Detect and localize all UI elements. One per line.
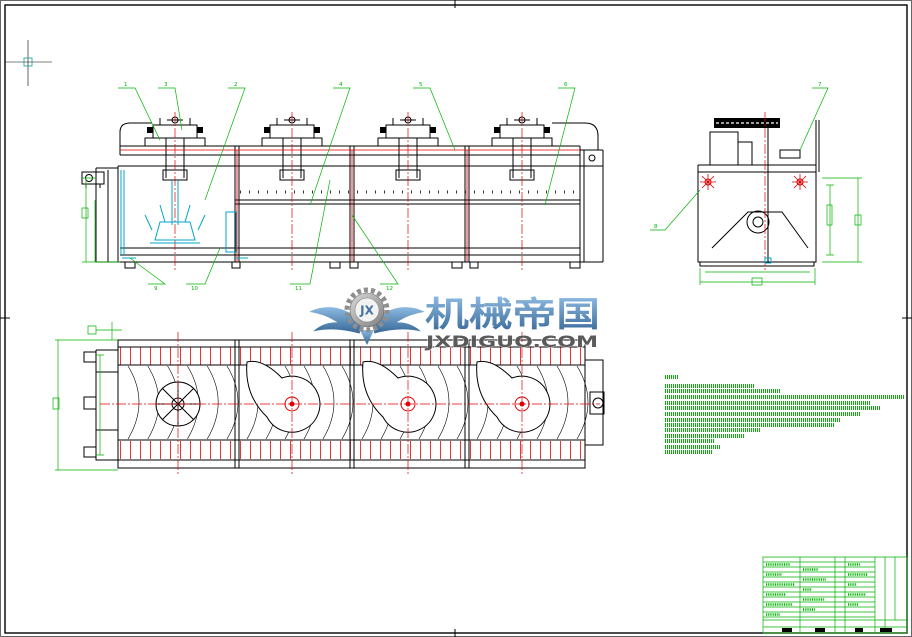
front-view-cell-dividers: [234, 146, 585, 262]
part-label-6: 6: [564, 82, 568, 88]
impeller-housing: [476, 360, 551, 433]
impeller-housing: [246, 360, 321, 433]
motor-clamp: [430, 127, 436, 133]
motor-clamp: [314, 127, 320, 133]
side-view-dimensions: [699, 177, 862, 286]
front-view-impeller-cutaway: [120, 170, 248, 259]
impeller-cell-3: [362, 360, 437, 433]
technical-notes-block: [665, 375, 905, 454]
stator-blade: [437, 365, 450, 440]
part-label-5: 5: [419, 82, 423, 88]
watermark-gear-teeth: [344, 287, 390, 333]
motor-clamp: [197, 127, 203, 133]
side-view: [697, 112, 862, 286]
top-view: [52, 322, 605, 476]
title-block-entries: [766, 563, 868, 616]
crosshair-lines: [5, 40, 52, 86]
part-label-3: 2: [234, 82, 238, 88]
title-block: [762, 556, 908, 634]
impeller-housing: [362, 360, 437, 433]
motor-clamp: [264, 127, 270, 133]
front-view-dimensions: [81, 177, 120, 263]
motor-clamp: [380, 127, 386, 133]
crosshair-pickbox: [23, 57, 33, 67]
feed-box-outline: [81, 167, 118, 263]
title-block-labels: [782, 628, 892, 632]
watermark-logo-mark: JX: [359, 304, 374, 318]
part-label-12: 12: [386, 286, 393, 292]
drawing-border: [4, 4, 908, 634]
part-label-11: 11: [295, 286, 302, 292]
part-label-8: 8: [654, 224, 658, 230]
watermark-title: 机械帝国: [425, 295, 600, 335]
watermark-gear-center: [354, 297, 380, 323]
top-view-drive-hub: [592, 397, 604, 409]
front-view-feet: [124, 262, 581, 269]
top-view-dimensions: [52, 322, 122, 471]
leader-lines: [118, 87, 829, 285]
side-view-drain: [764, 257, 772, 264]
motor-clamp: [544, 127, 550, 133]
side-view-valve-hub: [796, 178, 804, 186]
side-view-valve-hub: [704, 178, 712, 186]
front-view-centerlines: [174, 112, 523, 272]
side-view-outline: [697, 118, 820, 267]
part-label-7: 7: [818, 82, 822, 88]
impeller-cell-4: [476, 360, 551, 433]
top-view-centerlines: [100, 332, 600, 476]
side-view-outlet: [746, 210, 770, 234]
part-label-1: 1: [124, 82, 128, 88]
watermark-url: JXDIGUO.COM: [425, 332, 598, 351]
side-view-outlet-inner: [752, 216, 764, 228]
title-block-grid: [762, 556, 908, 634]
front-view-tank-outline: [117, 122, 604, 263]
part-label-2: 3: [164, 82, 168, 88]
watermark-tail: [360, 330, 374, 345]
stator-blade: [226, 365, 239, 440]
motor-clamp: [147, 127, 153, 133]
stator-blade: [456, 365, 469, 440]
part-callouts: 1 3 2 4 5 6 7 8 9 10 11 12: [118, 82, 829, 292]
stator-blade: [556, 365, 569, 440]
front-view-feed-box: [81, 167, 118, 263]
stator-blade: [206, 365, 219, 440]
part-label-9: 9: [154, 286, 158, 292]
stator-blade: [341, 365, 354, 440]
front-view-red-pipes: [120, 149, 580, 262]
part-label-10: 10: [191, 286, 198, 292]
part-label-4: 4: [339, 82, 343, 88]
stator-blade: [127, 365, 140, 440]
watermark: JX 机械帝国 JXDIGUO.COM: [306, 287, 601, 351]
front-view: [81, 112, 604, 272]
stator-blade: [576, 365, 589, 440]
cursor-crosshair: [5, 40, 52, 86]
stator-blade: [322, 365, 335, 440]
discharge-gauge: [588, 154, 596, 162]
side-view-valve-symbols: [700, 174, 808, 190]
motor-clamp: [494, 127, 500, 133]
impeller-cell-2: [246, 360, 321, 433]
